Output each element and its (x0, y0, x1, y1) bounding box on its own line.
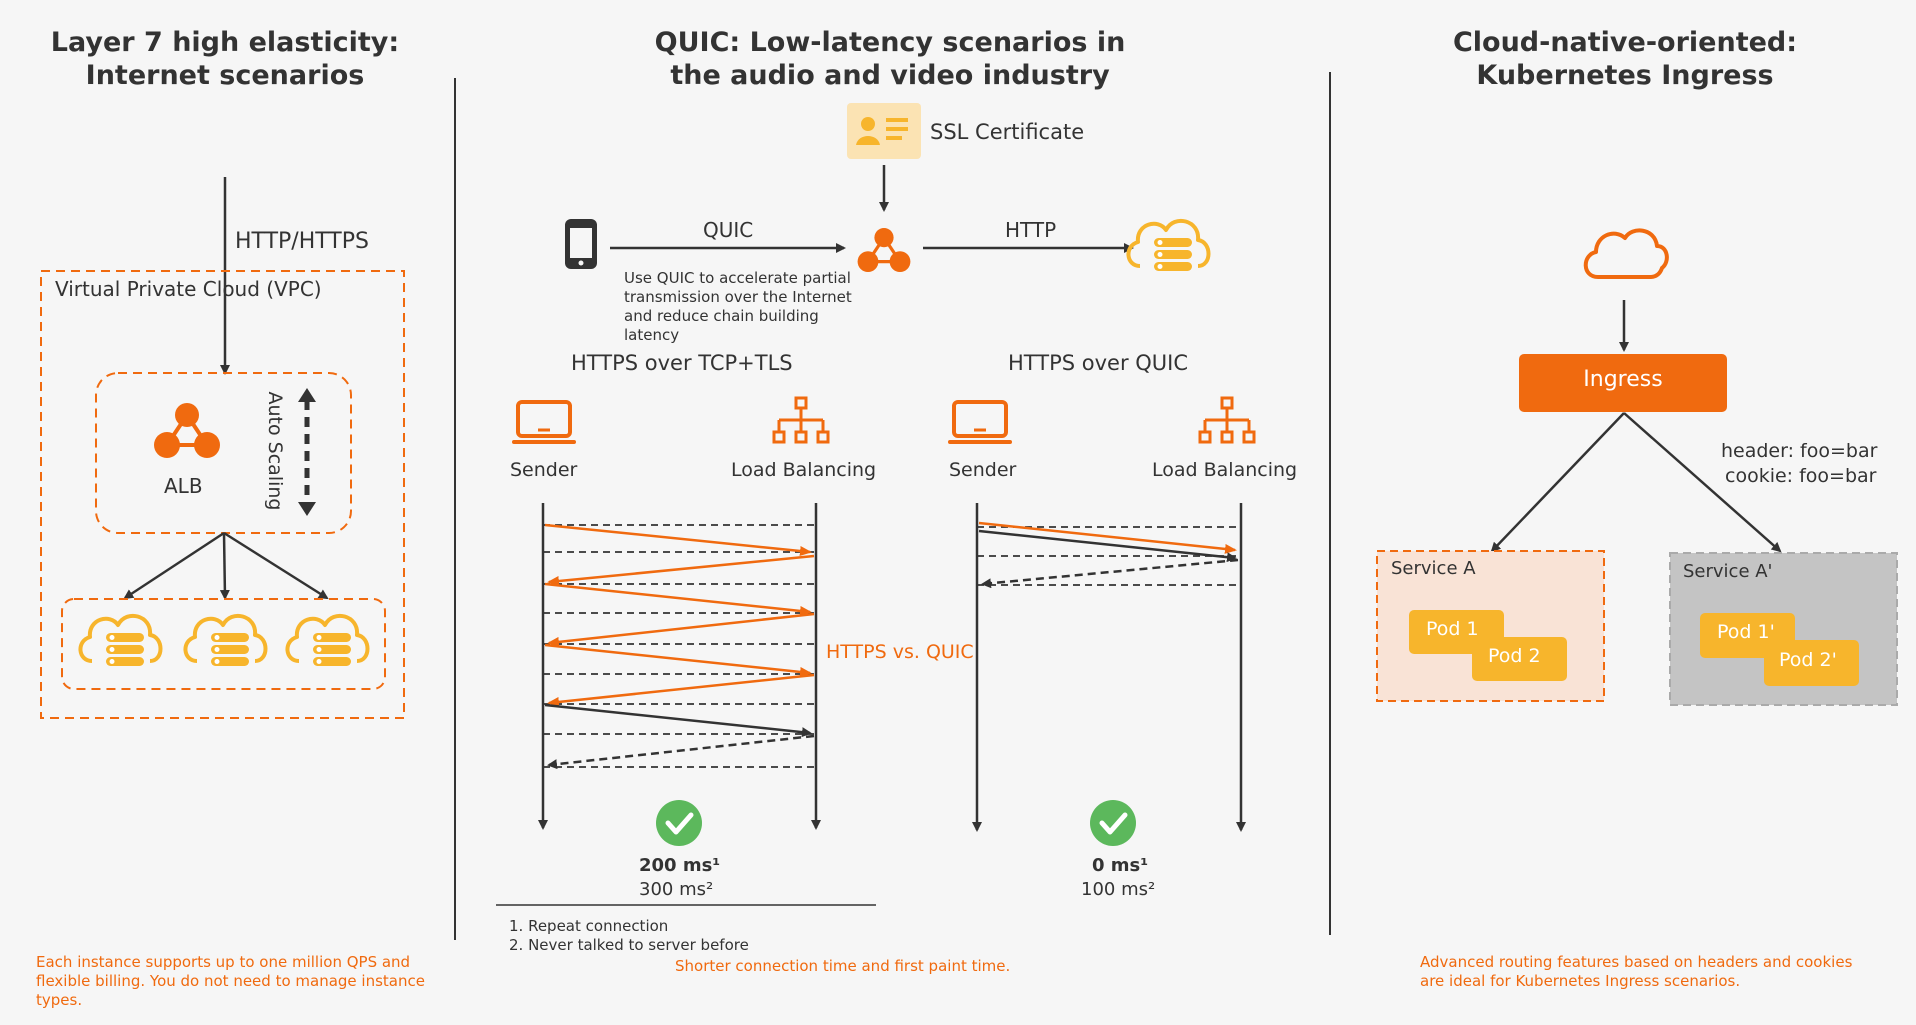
right-title-line2: Kubernetes Ingress (1476, 60, 1774, 91)
laptop-icon (948, 400, 1012, 444)
quic-label: QUIC (703, 218, 754, 242)
check-icon (656, 800, 702, 846)
alb-arrow (223, 531, 329, 600)
right-title: Cloud-native-oriented: Kubernetes Ingres… (1420, 26, 1830, 92)
quic-timing-title: HTTPS over QUIC (1008, 351, 1189, 375)
middle-title-line1: QUIC: Low-latency scenarios in (654, 27, 1126, 58)
ingress-label: Ingress (1583, 367, 1663, 392)
cookie-rule-label: cookie: foo=bar (1725, 465, 1877, 487)
pod-2-prime-label: Pod 2' (1779, 649, 1837, 671)
alb-label: ALB (164, 474, 203, 498)
alb-arrow (219, 532, 230, 600)
cloud-server-icon (1126, 218, 1211, 273)
right-note: Advanced routing features based on heade… (1420, 953, 1853, 990)
footnote-2: 2. Never talked to server before (509, 936, 749, 954)
quic-time-first: 100 ms² (1081, 879, 1156, 900)
alb-arrow (123, 531, 225, 600)
auto-scaling-label: Auto Scaling (264, 391, 286, 511)
auto-scaling-arrow-icon (298, 388, 316, 516)
left-note: Each instance supports up to one million… (36, 953, 425, 1009)
cloud-server-icon (183, 613, 268, 668)
pod-2-label: Pod 2 (1488, 645, 1541, 667)
cloud-server-icon (285, 613, 370, 668)
left-title-line1: Layer 7 high elasticity: (50, 27, 400, 58)
middle-title: QUIC: Low-latency scenarios in the audio… (620, 26, 1160, 92)
quic-description: Use QUIC to accelerate partial transmiss… (624, 269, 852, 344)
pod-1: Pod 1 (1409, 610, 1504, 654)
left-title: Layer 7 high elasticity: Internet scenar… (20, 26, 430, 92)
http-label: HTTP (1005, 218, 1057, 242)
pod-2-prime: Pod 2' (1764, 640, 1859, 686)
alb-icon (855, 226, 913, 274)
load-balancing-label: Load Balancing (731, 459, 877, 481)
pod-1-label: Pod 1 (1426, 618, 1479, 640)
alb-icon (152, 401, 222, 460)
https-vs-quic-label: HTTPS vs. QUIC (826, 641, 974, 663)
ssl-certificate-icon (847, 103, 921, 159)
sender-label: Sender (949, 459, 1017, 481)
cloud-icon (1583, 228, 1669, 279)
right-title-line1: Cloud-native-oriented: (1452, 27, 1798, 58)
middle-note: Shorter connection time and first paint … (675, 957, 1011, 975)
tcp-tls-title: HTTPS over TCP+TLS (571, 351, 793, 375)
cloud-server-icon (78, 613, 163, 668)
tcp-time-repeat: 200 ms¹ (639, 855, 721, 876)
middle-title-line2: the audio and video industry (670, 60, 1110, 91)
load-balancing-label: Load Balancing (1152, 459, 1298, 481)
header-rule-label: header: foo=bar (1721, 440, 1878, 462)
check-icon (1090, 800, 1136, 846)
service-a-label: Service A (1391, 558, 1476, 579)
network-tree-icon (772, 396, 830, 444)
route-arrow (1623, 412, 1782, 553)
sender-label: Sender (510, 459, 578, 481)
vpc-label: Virtual Private Cloud (VPC) (55, 277, 322, 301)
ssl-certificate-label: SSL Certificate (930, 120, 1085, 144)
protocol-label: HTTP/HTTPS (235, 229, 369, 254)
vpc-box (40, 270, 405, 719)
pod-1-prime-label: Pod 1' (1717, 621, 1775, 643)
footnote-1: 1. Repeat connection (509, 917, 669, 935)
left-title-line2: Internet scenarios (85, 60, 365, 91)
quic-time-repeat: 0 ms¹ (1092, 855, 1149, 876)
network-tree-icon (1198, 396, 1256, 444)
pod-1-prime: Pod 1' (1700, 613, 1795, 658)
pod-2: Pod 2 (1472, 637, 1567, 681)
tcp-time-first: 300 ms² (639, 879, 714, 900)
server-group-box (61, 598, 386, 690)
service-a2-label: Service A' (1683, 561, 1773, 582)
smartphone-icon (565, 219, 597, 269)
route-arrow (1490, 412, 1625, 553)
laptop-icon (512, 400, 576, 444)
ingress-box (1519, 354, 1727, 412)
